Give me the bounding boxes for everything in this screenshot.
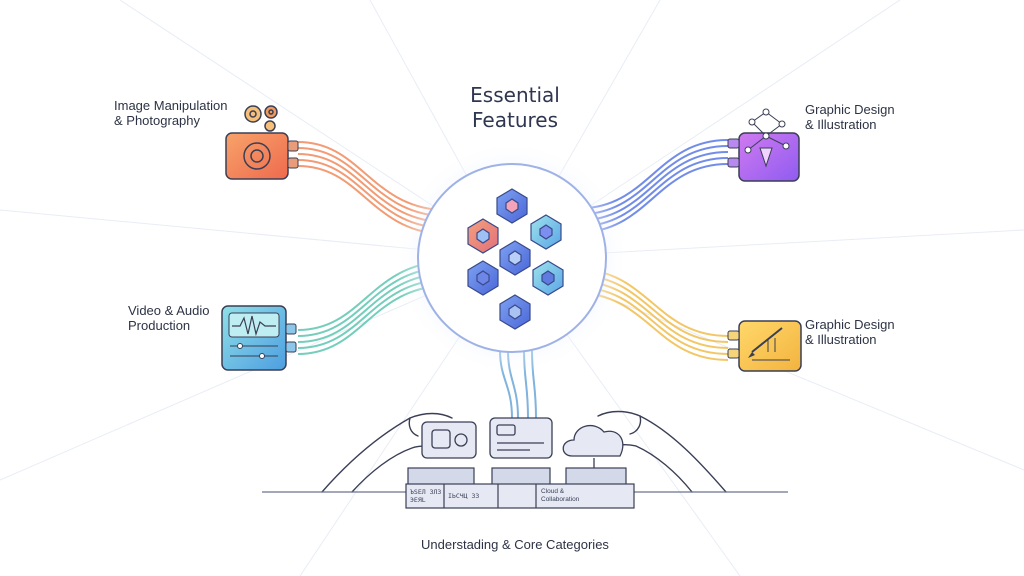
device-card (489, 417, 553, 459)
hub-title-line1: Essential (470, 83, 560, 107)
label-video-line2: Production (128, 318, 191, 333)
base-platform (262, 467, 788, 509)
label-image-line1: Image Manipulation (114, 98, 228, 113)
hub-title: Essential Features (440, 83, 590, 133)
image-manipulation-icon (225, 132, 299, 180)
hexagon-cluster (467, 188, 564, 330)
label-graphic-bottom-line2: & Illustration (805, 332, 877, 347)
label-graphic-bottom-line1: Graphic Design (805, 317, 895, 332)
base-cloud-line2: Collaboration (541, 496, 580, 503)
base-box1-line2: ЭЕЯL (410, 496, 426, 504)
base-box2-text: ІЬСЧЦ ЗЗ (448, 492, 479, 500)
label-graphic-design-top: Graphic Design & Illustration (805, 102, 895, 132)
label-video-line1: Video & Audio (128, 303, 210, 318)
pen-tool-icon (727, 320, 802, 372)
device-chip (421, 421, 477, 459)
hub-title-line2: Features (472, 108, 558, 132)
label-graphic-design-bottom: Graphic Design & Illustration (805, 317, 895, 347)
label-graphic-top-line1: Graphic Design (805, 102, 895, 117)
label-video-audio: Video & Audio Production (128, 303, 209, 333)
graphic-design-node-icon (727, 108, 800, 182)
diagram-caption: Understading & Core Categories (421, 537, 609, 552)
label-image-manipulation: Image Manipulation & Photography (114, 98, 227, 128)
base-cloud-text: Cloud & Collaboration (541, 488, 579, 504)
base-cloud-line1: Cloud & (541, 488, 565, 495)
cloud-icon (562, 424, 624, 470)
label-image-line2: & Photography (114, 113, 201, 128)
video-audio-icon (221, 305, 297, 371)
label-graphic-top-line2: & Illustration (805, 117, 877, 132)
base-box1-line1: ЪЅЕЛ ЗЛЗ (410, 488, 442, 496)
gear-icon (244, 105, 278, 132)
base-box2-line1: ІЬСЧЦ ЗЗ (448, 492, 480, 500)
base-box1-text: ЪЅЕЛ ЗЛЗ ЭЕЯL (410, 488, 441, 504)
